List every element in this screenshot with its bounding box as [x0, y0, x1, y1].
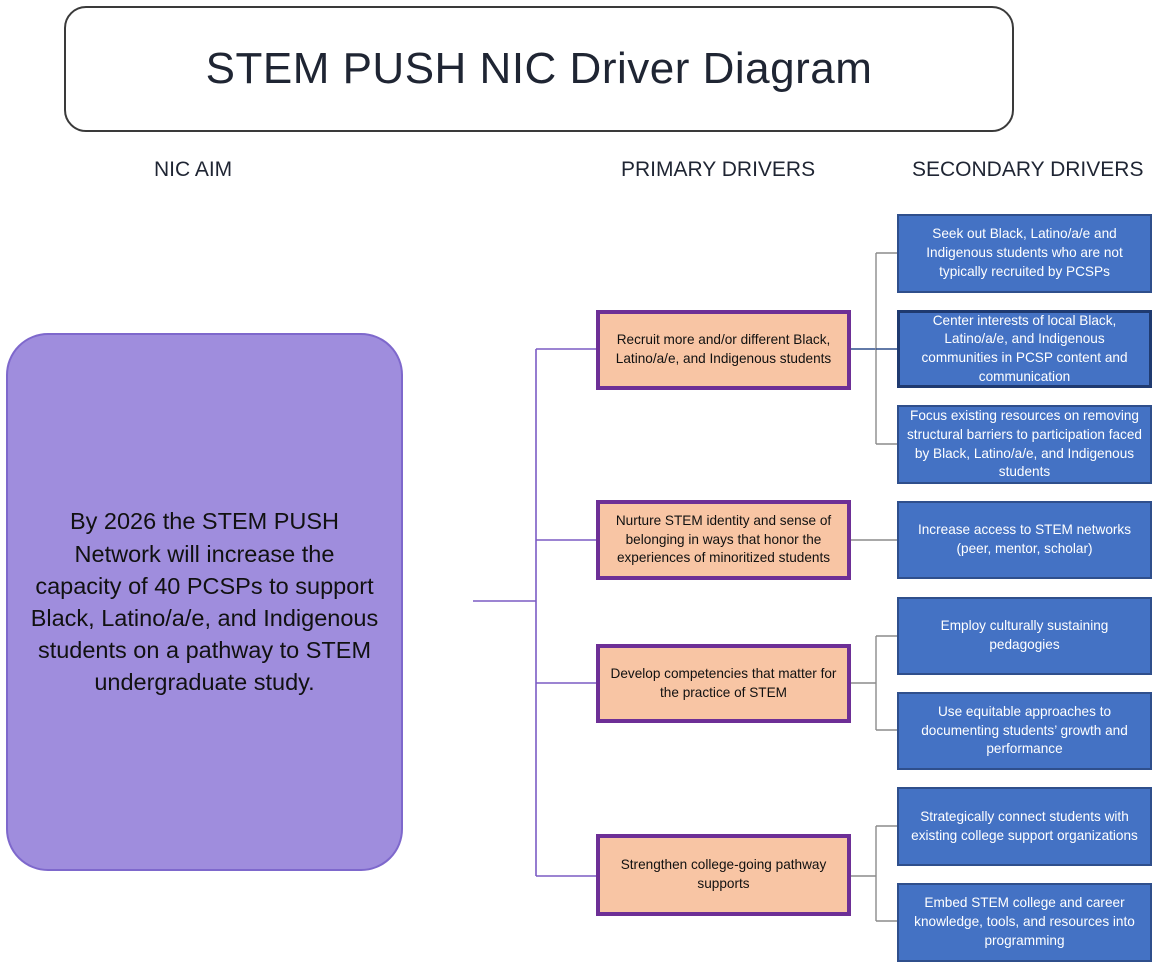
diagram-title: STEM PUSH NIC Driver Diagram: [205, 44, 873, 93]
secondary-driver-networks: Increase access to STEM networks (peer, …: [897, 501, 1152, 579]
primary-driver-competencies: Develop competencies that matter for the…: [596, 644, 851, 723]
secondary-driver-seek-out: Seek out Black, Latino/a/e and Indigenou…: [897, 214, 1152, 293]
primary-driver-label: Strengthen college-going pathway support…: [620, 857, 827, 891]
header-nic-aim: NIC AIM: [154, 158, 233, 181]
primary-driver-label: Nurture STEM identity and sense of belon…: [615, 512, 832, 566]
primary-driver-recruit: Recruit more and/or different Black, Lat…: [596, 310, 851, 390]
primary-driver-label: Develop competencies that matter for the…: [610, 665, 837, 700]
secondary-driver-label: Strategically connect students with exis…: [911, 808, 1138, 843]
primary-driver-identity: Nurture STEM identity and sense of belon…: [596, 500, 851, 580]
secondary-driver-label: Increase access to STEM networks (peer, …: [917, 522, 1132, 556]
nic-aim-text: By 2026 the STEM PUSH Network will incre…: [30, 508, 379, 696]
secondary-driver-pedagogies: Employ culturally sustaining pedagogies: [897, 597, 1152, 675]
diagram-title-box: STEM PUSH NIC Driver Diagram: [64, 6, 1014, 132]
secondary-driver-center-interests: Center interests of local Black, Latino/…: [897, 310, 1152, 388]
header-primary-drivers: PRIMARY DRIVERS: [621, 158, 816, 181]
secondary-driver-equitable-approaches: Use equitable approaches to documenting …: [897, 692, 1152, 770]
primary-driver-label: Recruit more and/or different Black, Lat…: [615, 332, 832, 366]
secondary-driver-embed-knowledge: Embed STEM college and career knowledge,…: [897, 883, 1152, 962]
nic-aim-box: By 2026 the STEM PUSH Network will incre…: [6, 333, 403, 871]
primary-driver-pathway: Strengthen college-going pathway support…: [596, 834, 851, 916]
header-secondary-drivers: SECONDARY DRIVERS: [912, 158, 1144, 181]
secondary-driver-label: Focus existing resources on removing str…: [907, 408, 1142, 480]
secondary-driver-focus-resources: Focus existing resources on removing str…: [897, 405, 1152, 484]
secondary-driver-label: Employ culturally sustaining pedagogies: [940, 618, 1109, 652]
secondary-driver-label: Embed STEM college and career knowledge,…: [914, 895, 1135, 948]
secondary-driver-connect-students: Strategically connect students with exis…: [897, 787, 1152, 866]
secondary-driver-label: Use equitable approaches to documenting …: [921, 703, 1128, 757]
secondary-driver-label: Seek out Black, Latino/a/e and Indigenou…: [926, 226, 1123, 279]
secondary-driver-label: Center interests of local Black, Latino/…: [921, 312, 1128, 384]
